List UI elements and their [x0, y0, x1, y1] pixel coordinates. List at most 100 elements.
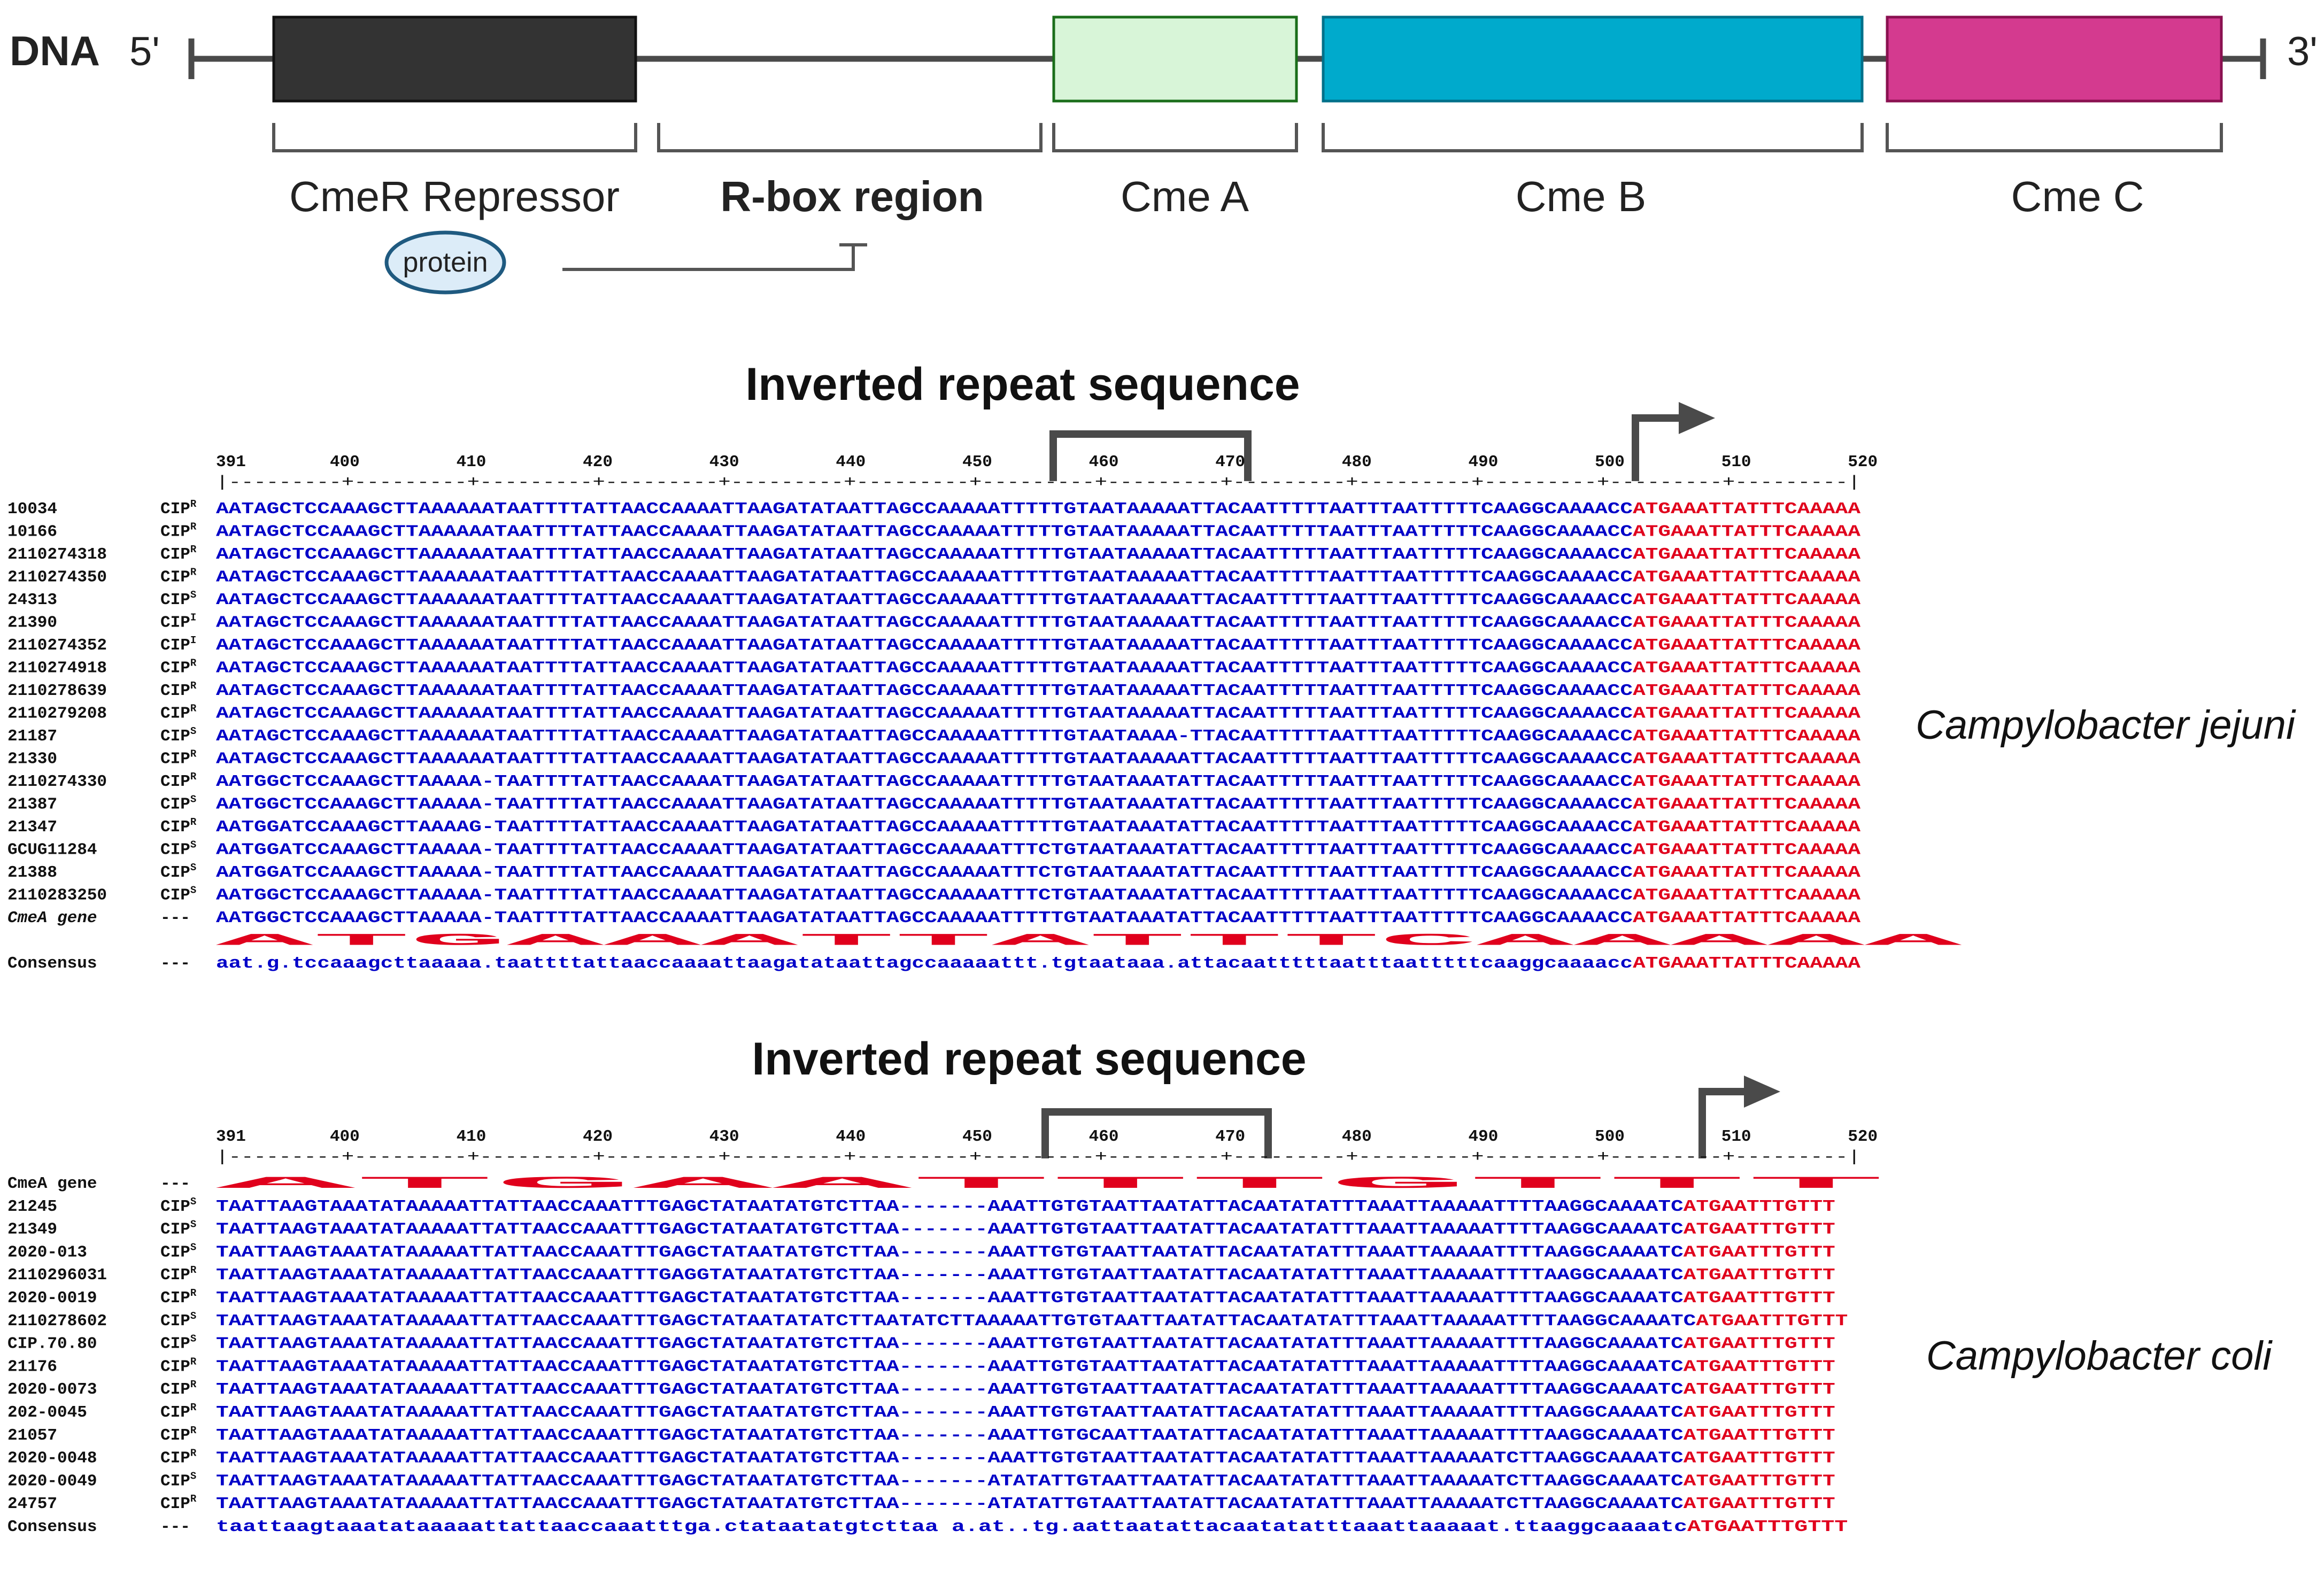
ruler-number: 410: [457, 1127, 487, 1146]
resistance-superscript: R: [190, 748, 197, 760]
sequence-segment: AATGGATCCAAAGCTTAAAAG-TAATTTTATTAACCAAAA…: [216, 818, 1633, 837]
resistance-superscript: R: [190, 498, 197, 510]
sequence-segment: AATAGCTCCAAAGCTTAAAAAATAATTTTATTAACCAAAA…: [216, 523, 1633, 542]
transcription-start-arrow: [1632, 402, 1715, 481]
strain-name: 21387: [7, 795, 57, 814]
aligned-sequence: TAATTAAGTAAATATAAAAATTATTAACCAAATTTGAGCT…: [216, 1380, 1835, 1399]
sequence-row: ATGAAATTATTTCAAAAA: [216, 932, 1964, 950]
rbox-label: R-box region: [720, 173, 984, 220]
resistance-superscript: S: [190, 1196, 196, 1208]
aligned-sequence: AATAGCTCCAAAGCTTAAAAAATAATTTTATTAACCAAAA…: [216, 523, 1860, 542]
sequence-segment: TAATTAAGTAAATATAAAAATTATTAACCAAATTTGAGCT…: [216, 1403, 1684, 1422]
ruler-number: 500: [1595, 1127, 1625, 1146]
resistance-superscript: I: [190, 635, 196, 646]
aligned-sequence: AATGGATCCAAAGCTTAAAAA-TAATTTTATTAACCAAAA…: [216, 841, 1860, 860]
cip-tag: CIPS: [160, 1219, 196, 1239]
cip-tag: CIPI: [160, 635, 196, 655]
aligned-sequence: AATGGCTCCAAAGCTTAAAAA-TAATTTTATTAACCAAAA…: [216, 909, 1860, 927]
consensus-row: Consensus---aat.g.tccaaagcttaaaaa.taattt…: [7, 954, 1860, 973]
cmec-label: Cme C: [2011, 173, 2144, 220]
ruler-number: 420: [583, 1127, 613, 1146]
sequence-segment: AATAGCTCCAAAGCTTAAAAAATAATTTTATTAACCAAAA…: [216, 568, 1633, 587]
inverted-repeat-bracket: [1041, 1108, 1272, 1158]
sequence-segment: AATGGCTCCAAAGCTTAAAAA-TAATTTTATTAACCAAAA…: [216, 795, 1633, 814]
cip-tag: CIPS: [160, 725, 196, 746]
aligned-sequence: TAATTAAGTAAATATAAAAATTATTAACCAAATTTGAGCT…: [216, 1472, 1835, 1490]
start-codon-segment: ATGAAATTATTTCAAAAA: [1633, 772, 1860, 791]
aligned-sequence: AATAGCTCCAAAGCTTAAAAAATAATTTTATTAACCAAAA…: [216, 659, 1860, 678]
start-codon-segment: ATGAAATTATTTCAAAAA: [1633, 545, 1860, 564]
ruler-number: 460: [1089, 453, 1119, 471]
start-codon-segment: ATGAATTTGTTT: [1684, 1197, 1835, 1216]
resistance-superscript: R: [190, 1287, 197, 1299]
strain-name: 21176: [7, 1357, 57, 1376]
aligned-sequence: AATAGCTCCAAAGCTTAAAAAATAATTTTATTAACCAAAA…: [216, 500, 1860, 519]
cip-tag: CIPS: [160, 839, 196, 860]
ruler-number: 520: [1848, 453, 1878, 471]
aligned-sequence: AATAGCTCCAAAGCTTAAAAAATAATTTTATTAACCAAAA…: [216, 545, 1860, 564]
cip-tag: ---: [160, 1174, 190, 1193]
resistance-superscript: R: [190, 771, 197, 783]
cip-tag: CIPR: [160, 703, 197, 723]
aligned-sequence: AATAGCTCCAAAGCTTAAAAAATAATTTTATTAACCAAAA…: [216, 727, 1860, 746]
sequence-segment: TAATTAAGTAAATATAAAAATTATTAACCAAATTTGAGCT…: [216, 1243, 1684, 1262]
aligned-sequence: TAATTAAGTAAATATAAAAATTATTAACCAAATTTGAGCT…: [216, 1312, 1848, 1331]
resistance-superscript: S: [190, 1333, 196, 1345]
resistance-superscript: S: [190, 1470, 196, 1482]
cip-tag: CIPR: [160, 771, 197, 791]
resistance-superscript: S: [190, 839, 196, 851]
ruler-number: 440: [836, 1127, 866, 1146]
strain-name: 2110274352: [7, 636, 107, 655]
cip-tag: CIPS: [160, 1470, 196, 1490]
cmeb-bracket: [1322, 123, 1864, 152]
sequence-segment: AATAGCTCCAAAGCTTAAAAAATAATTTTATTAACCAAAA…: [216, 500, 1633, 519]
aligned-sequence: aat.g.tccaaagcttaaaaa.taattttattaaccaaaa…: [216, 954, 1860, 973]
coli-alignment-panel: Inverted repeat sequence Campylobacter c…: [7, 1033, 2273, 1536]
ruler-line: |---------+---------+---------+---------…: [216, 474, 1860, 492]
ruler-number: 400: [330, 1127, 360, 1146]
ruler-number: 480: [1342, 453, 1372, 471]
strain-name: 2110296031: [7, 1266, 107, 1285]
strain-name: 2020-013: [7, 1243, 87, 1262]
sequence-segment: AATGGCTCCAAAGCTTAAAAA-TAATTTTATTAACCAAAA…: [216, 909, 1633, 927]
start-codon-segment: ATGAAATTATTTCAAAAA: [1633, 636, 1860, 655]
aligned-sequence: AATGGCTCCAAAGCTTAAAAA-TAATTTTATTAACCAAAA…: [216, 772, 1860, 791]
sequence-segment: TAATTAAGTAAATATAAAAATTATTAACCAAATTTGAGCT…: [216, 1289, 1684, 1308]
ruler-number: 490: [1468, 1127, 1498, 1146]
start-codon-segment: ATGAAATTATTTCAAAAA: [1633, 954, 1860, 973]
aligned-sequence: TAATTAAGTAAATATAAAAATTATTAACCAAATTTGAGCT…: [216, 1449, 1835, 1468]
strain-name: 21390: [7, 614, 57, 632]
resistance-superscript: S: [190, 725, 196, 737]
start-codon-segment: ATGAAATTATTTCAAAAA: [1633, 841, 1860, 860]
resistance-superscript: S: [190, 1310, 196, 1322]
resistance-superscript: S: [190, 1241, 196, 1253]
start-codon-segment: ATGAAATTATTTCAAAAA: [216, 932, 1964, 950]
cip-tag: CIPS: [160, 794, 196, 814]
start-codon-segment: ATGAAATTATTTCAAAAA: [1633, 659, 1860, 678]
cip-tag: CIPR: [160, 1448, 197, 1468]
cip-tag: CIPS: [160, 1241, 196, 1262]
cip-tag: CIPR: [160, 521, 197, 542]
sequence-segment: TAATTAAGTAAATATAAAAATTATTAACCAAATTTGAGCT…: [216, 1495, 1684, 1513]
start-codon-segment: ATGAATTTGTTT: [1684, 1380, 1835, 1399]
start-codon-segment: ATGAATTTGTTT: [1684, 1472, 1835, 1490]
aligned-sequence: AATAGCTCCAAAGCTTAAAAAATAATTTTATTAACCAAAA…: [216, 750, 1860, 769]
ruler-line: |---------+---------+---------+---------…: [216, 1148, 1860, 1166]
five-prime-label: 5': [129, 29, 160, 74]
aligned-sequence: TAATTAAGTAAATATAAAAATTATTAACCAAATTTGAGCT…: [216, 1335, 1835, 1354]
start-codon-segment: ATGAATTTGTTT: [1687, 1518, 1848, 1536]
cip-tag: CIPS: [160, 1310, 196, 1331]
strain-name: Consensus: [7, 954, 97, 973]
